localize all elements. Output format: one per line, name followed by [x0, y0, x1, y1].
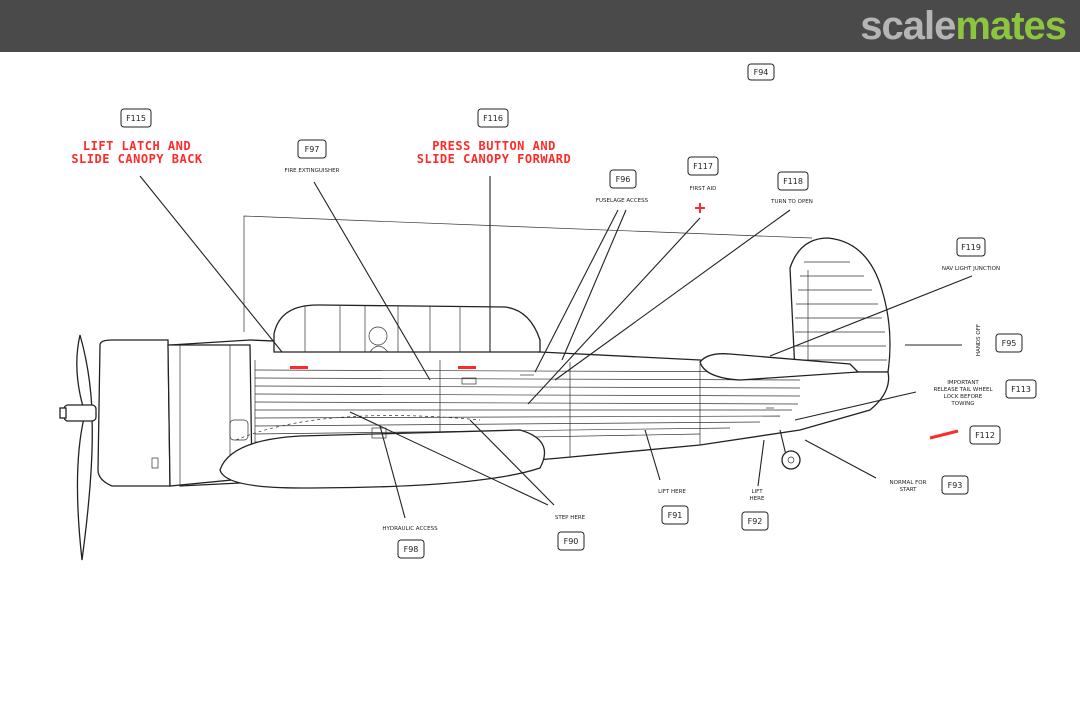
svg-text:F118: F118 [783, 177, 803, 186]
note-f113-line2: RELEASE TAIL WHEEL [933, 387, 993, 393]
callout-box-f97: F97 [297, 139, 327, 159]
callout-box-f112: F112 [969, 425, 1001, 445]
antenna-wire [243, 215, 813, 332]
header-bar: scalemates [0, 0, 1080, 52]
note-f91: LIFT HERE [658, 489, 686, 495]
note-f113-line1: IMPORTANT [947, 380, 979, 386]
note-f93-line1: NORMAL FOR [890, 480, 927, 486]
callout-box-f98: F98 [397, 539, 425, 559]
note-f90: STEP HERE [555, 515, 586, 521]
note-f98: HYDRAULIC ACCESS [382, 526, 438, 532]
svg-text:F115: F115 [126, 114, 146, 123]
svg-text:F93: F93 [948, 481, 963, 490]
svg-text:F113: F113 [1011, 385, 1031, 394]
svg-text:F119: F119 [961, 243, 981, 252]
note-f119: NAV LIGHT JUNCTION [942, 266, 1000, 272]
tail-wheel [779, 429, 801, 470]
svg-text:F96: F96 [616, 175, 631, 184]
note-f92-line2: HERE [750, 496, 765, 502]
note-f116-line2: SLIDE CANOPY FORWARD [417, 152, 572, 166]
engine-cowling [97, 339, 171, 487]
svg-text:F91: F91 [668, 511, 683, 520]
callout-box-f91: F91 [661, 505, 689, 525]
callout-box-f117: F117 [687, 156, 719, 176]
svg-text:F92: F92 [748, 517, 763, 526]
svg-text:F90: F90 [564, 537, 579, 546]
note-f93-line2: START [900, 487, 918, 493]
callout-box-f115: F115 [120, 108, 152, 128]
red-marking-2 [458, 366, 476, 369]
note-f113-line4: TOWING [950, 401, 974, 407]
svg-text:F117: F117 [693, 162, 713, 171]
first-aid-cross [695, 203, 705, 213]
callout-box-f92: F92 [741, 511, 769, 531]
note-f96: FUSELAGE ACCESS [596, 198, 649, 204]
leader-lines [139, 175, 973, 519]
callout-box-f95: F95 [995, 333, 1023, 353]
scalemates-logo[interactable]: scalemates [860, 4, 1067, 48]
red-marking-1 [290, 366, 308, 369]
note-f118: TURN TO OPEN [770, 199, 813, 205]
svg-text:F98: F98 [404, 545, 419, 554]
svg-text:F112: F112 [975, 431, 995, 440]
callout-box-f94: F94 [747, 63, 775, 81]
note-f115-line1: LIFT LATCH AND [83, 139, 191, 153]
callout-box-f119: F119 [956, 237, 986, 257]
callout-box-f93: F93 [941, 475, 969, 495]
note-f116-line1: PRESS BUTTON AND [432, 139, 556, 153]
note-f117: FIRST AID [690, 186, 717, 192]
callout-box-f96: F96 [609, 169, 637, 189]
wing [219, 429, 546, 489]
horizontal-stabilizer [699, 353, 860, 381]
note-f113-line3: LOCK BEFORE [944, 394, 983, 400]
propeller [59, 334, 97, 561]
red-mark-f112 [929, 429, 959, 440]
callout-box-f118: F118 [777, 171, 809, 191]
note-f92-line1: LIFT [751, 489, 763, 495]
callout-box-f90: F90 [557, 531, 585, 551]
note-f97: FIRE EXTINGUISHER [285, 168, 340, 174]
callout-box-f113: F113 [1005, 379, 1037, 399]
svg-text:F97: F97 [305, 145, 320, 154]
svg-text:F95: F95 [1002, 339, 1017, 348]
svg-text:F116: F116 [483, 114, 503, 123]
note-f95: HANDS OFF [976, 324, 982, 356]
note-f115-line2: SLIDE CANOPY BACK [71, 152, 203, 166]
canopy [273, 304, 541, 353]
aircraft-drawing [59, 203, 959, 561]
callout-box-f116: F116 [477, 108, 509, 128]
svg-text:F94: F94 [754, 68, 769, 77]
tail-fin [789, 237, 891, 373]
aircraft-stencil-diagram: LIFT LATCH AND SLIDE CANOPY BACK PRESS B… [59, 63, 1037, 561]
